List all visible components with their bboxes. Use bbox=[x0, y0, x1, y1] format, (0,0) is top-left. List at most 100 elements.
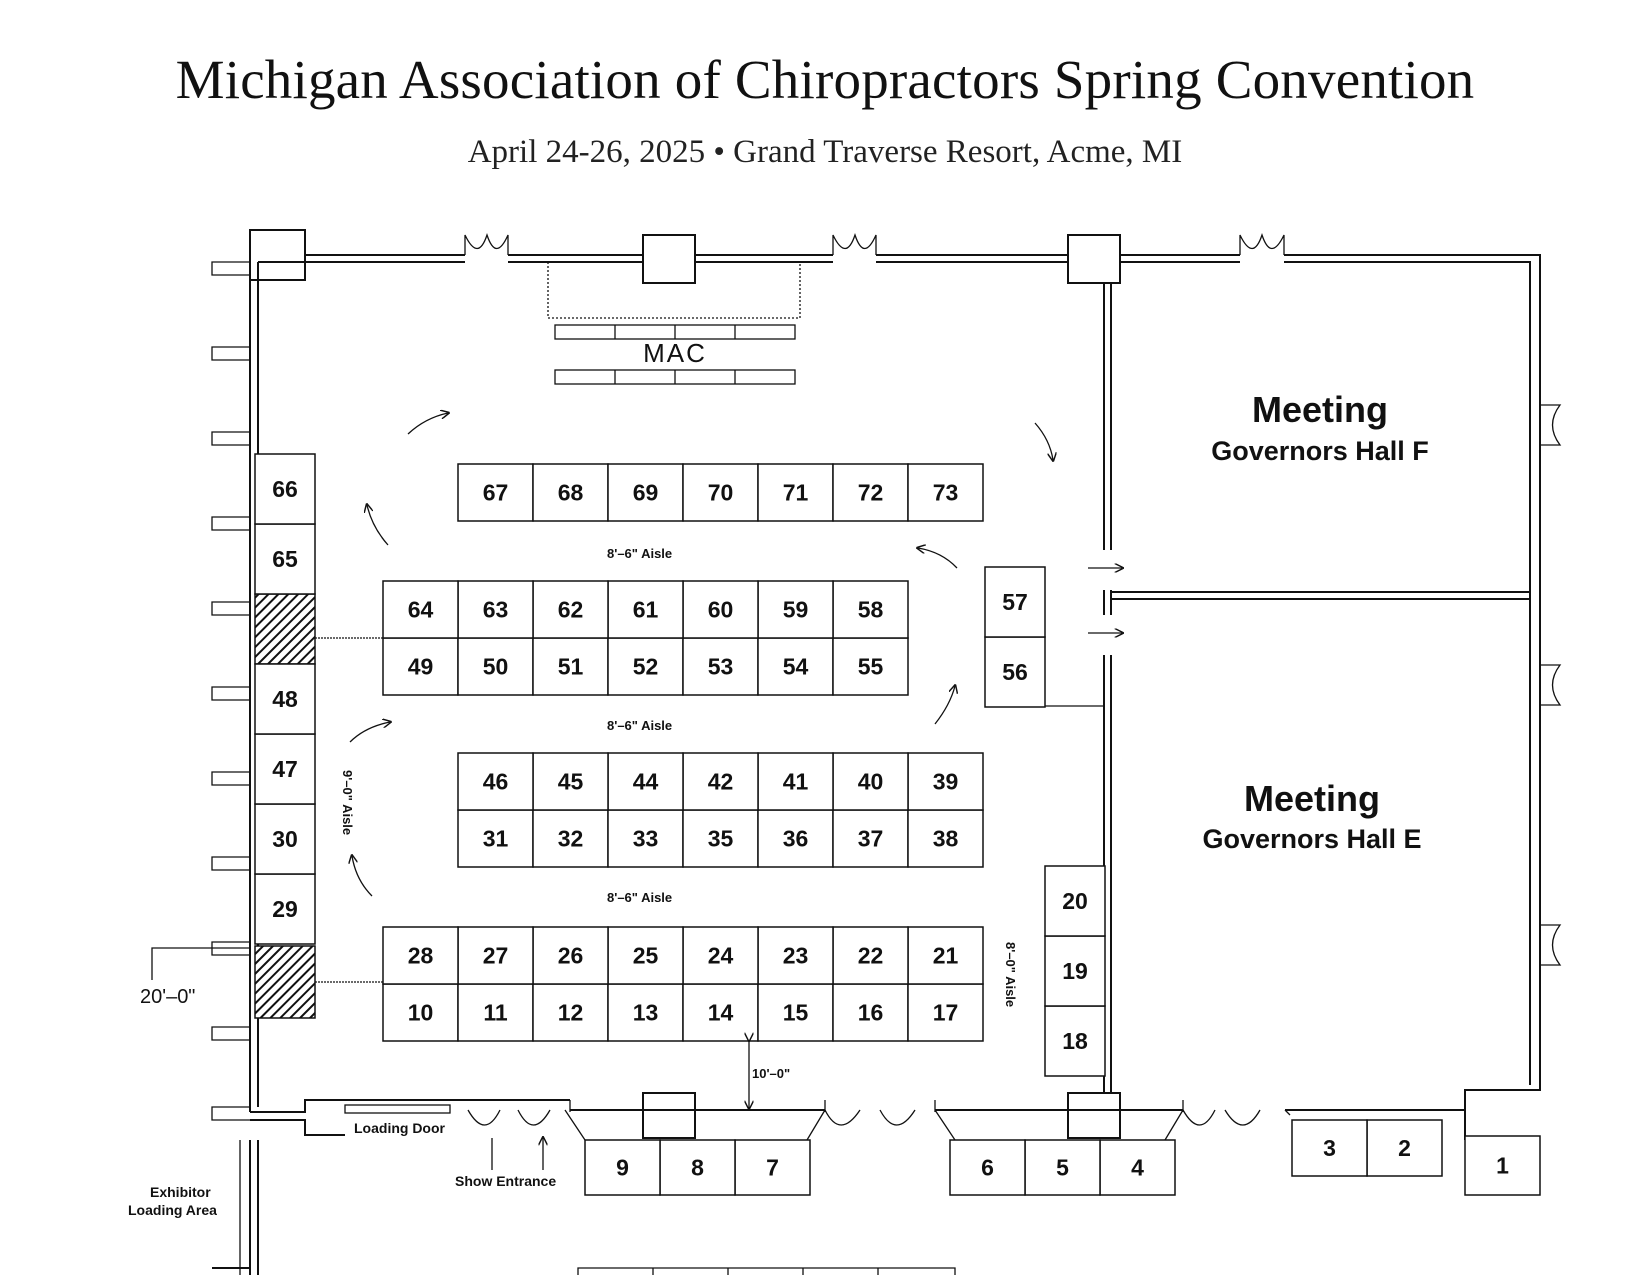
booth-47[interactable]: 47 bbox=[254, 733, 316, 805]
booth-42[interactable]: 42 bbox=[682, 752, 759, 811]
booth-41[interactable]: 41 bbox=[757, 752, 834, 811]
booth-26[interactable]: 26 bbox=[532, 926, 609, 985]
booth-box[interactable] bbox=[254, 453, 316, 525]
booth-box[interactable] bbox=[532, 983, 609, 1042]
booth-62[interactable]: 62 bbox=[532, 580, 609, 639]
booth-25[interactable]: 25 bbox=[607, 926, 684, 985]
booth-18[interactable]: 18 bbox=[1044, 1005, 1106, 1077]
booth-52[interactable]: 52 bbox=[607, 637, 684, 696]
booth-69[interactable]: 69 bbox=[607, 463, 684, 522]
booth-37[interactable]: 37 bbox=[832, 809, 909, 868]
booth-box[interactable] bbox=[832, 580, 909, 639]
booth-20[interactable]: 20 bbox=[1044, 865, 1106, 937]
booth-box[interactable] bbox=[607, 463, 684, 522]
booth-box[interactable] bbox=[984, 636, 1046, 708]
booth-65[interactable]: 65 bbox=[254, 523, 316, 595]
booth-box[interactable] bbox=[832, 809, 909, 868]
booth-67[interactable]: 67 bbox=[457, 463, 534, 522]
booth-box[interactable] bbox=[682, 809, 759, 868]
booth-box[interactable] bbox=[382, 926, 459, 985]
booth-box[interactable] bbox=[757, 809, 834, 868]
booth-21[interactable]: 21 bbox=[907, 926, 984, 985]
booth-box[interactable] bbox=[1024, 1139, 1101, 1196]
booth-12[interactable]: 12 bbox=[532, 983, 609, 1042]
booth-box[interactable] bbox=[382, 580, 459, 639]
booth-10[interactable]: 10 bbox=[382, 983, 459, 1042]
booth-box[interactable] bbox=[1291, 1119, 1368, 1177]
booth-box[interactable] bbox=[682, 637, 759, 696]
booth-box[interactable] bbox=[457, 926, 534, 985]
booth-box[interactable] bbox=[457, 983, 534, 1042]
booth-box[interactable] bbox=[949, 1139, 1026, 1196]
booth-box[interactable] bbox=[1044, 935, 1106, 1007]
booth-5[interactable]: 5 bbox=[1024, 1139, 1101, 1196]
booth-51[interactable]: 51 bbox=[532, 637, 609, 696]
booth-68[interactable]: 68 bbox=[532, 463, 609, 522]
booth-39[interactable]: 39 bbox=[907, 752, 984, 811]
booth-61[interactable]: 61 bbox=[607, 580, 684, 639]
booth-13[interactable]: 13 bbox=[607, 983, 684, 1042]
booth-box[interactable] bbox=[832, 926, 909, 985]
booth-49[interactable]: 49 bbox=[382, 637, 459, 696]
booth-72[interactable]: 72 bbox=[832, 463, 909, 522]
booth-box[interactable] bbox=[682, 752, 759, 811]
booth-11[interactable]: 11 bbox=[457, 983, 534, 1042]
booth-33[interactable]: 33 bbox=[607, 809, 684, 868]
booth-box[interactable] bbox=[457, 752, 534, 811]
booth-64[interactable]: 64 bbox=[382, 580, 459, 639]
booth-9[interactable]: 9 bbox=[584, 1139, 661, 1196]
booth-box[interactable] bbox=[907, 983, 984, 1042]
booth-box[interactable] bbox=[832, 637, 909, 696]
booth-box[interactable] bbox=[1464, 1135, 1541, 1196]
booth-40[interactable]: 40 bbox=[832, 752, 909, 811]
booth-30[interactable]: 30 bbox=[254, 803, 316, 875]
booth-36[interactable]: 36 bbox=[757, 809, 834, 868]
booth-box[interactable] bbox=[382, 983, 459, 1042]
booth-32[interactable]: 32 bbox=[532, 809, 609, 868]
booth-box[interactable] bbox=[682, 463, 759, 522]
booth-71[interactable]: 71 bbox=[757, 463, 834, 522]
booth-44[interactable]: 44 bbox=[607, 752, 684, 811]
booth-22[interactable]: 22 bbox=[832, 926, 909, 985]
booth-box[interactable] bbox=[832, 463, 909, 522]
booth-8[interactable]: 8 bbox=[659, 1139, 736, 1196]
booth-14[interactable]: 14 bbox=[682, 983, 759, 1042]
booth-63[interactable]: 63 bbox=[457, 580, 534, 639]
booth-56[interactable]: 56 bbox=[984, 636, 1046, 708]
booth-box[interactable] bbox=[532, 752, 609, 811]
booth-box[interactable] bbox=[682, 983, 759, 1042]
booth-1[interactable]: 1 bbox=[1464, 1135, 1541, 1196]
booth-29[interactable]: 29 bbox=[254, 873, 316, 945]
booth-55[interactable]: 55 bbox=[832, 637, 909, 696]
booth-17[interactable]: 17 bbox=[907, 983, 984, 1042]
booth-box[interactable] bbox=[532, 580, 609, 639]
booth-box[interactable] bbox=[907, 463, 984, 522]
booth-box[interactable] bbox=[457, 580, 534, 639]
booth-46[interactable]: 46 bbox=[457, 752, 534, 811]
booth-50[interactable]: 50 bbox=[457, 637, 534, 696]
booth-28[interactable]: 28 bbox=[382, 926, 459, 985]
booth-38[interactable]: 38 bbox=[907, 809, 984, 868]
booth-16[interactable]: 16 bbox=[832, 983, 909, 1042]
booth-box[interactable] bbox=[607, 752, 684, 811]
booth-45[interactable]: 45 bbox=[532, 752, 609, 811]
booth-23[interactable]: 23 bbox=[757, 926, 834, 985]
booth-70[interactable]: 70 bbox=[682, 463, 759, 522]
booth-box[interactable] bbox=[757, 637, 834, 696]
booth-box[interactable] bbox=[584, 1139, 661, 1196]
booth-24[interactable]: 24 bbox=[682, 926, 759, 985]
booth-box[interactable] bbox=[607, 580, 684, 639]
booth-box[interactable] bbox=[532, 463, 609, 522]
booth-27[interactable]: 27 bbox=[457, 926, 534, 985]
booth-2[interactable]: 2 bbox=[1366, 1119, 1443, 1177]
booth-box[interactable] bbox=[659, 1139, 736, 1196]
booth-4[interactable]: 4 bbox=[1099, 1139, 1176, 1196]
booth-box[interactable] bbox=[1099, 1139, 1176, 1196]
booth-box[interactable] bbox=[682, 926, 759, 985]
booth-48[interactable]: 48 bbox=[254, 663, 316, 735]
booth-7[interactable]: 7 bbox=[734, 1139, 811, 1196]
booth-box[interactable] bbox=[757, 580, 834, 639]
booth-box[interactable] bbox=[907, 926, 984, 985]
booth-3[interactable]: 3 bbox=[1291, 1119, 1368, 1177]
booth-box[interactable] bbox=[254, 803, 316, 875]
